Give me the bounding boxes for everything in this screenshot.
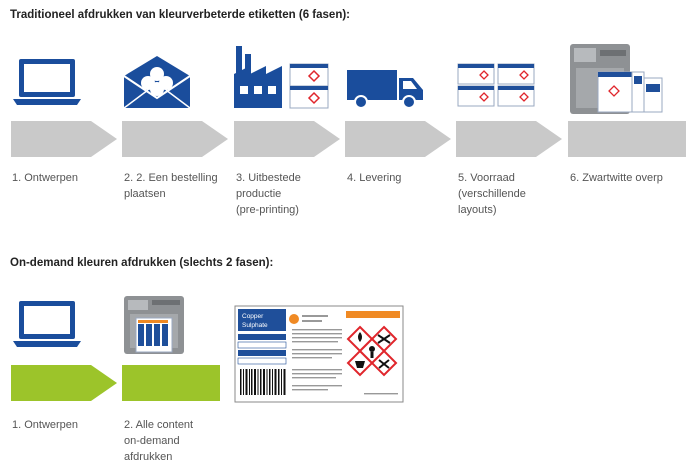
step-label: 2. Alle content on-demand afdrukken bbox=[124, 419, 194, 463]
process-arrow bbox=[234, 116, 340, 162]
svg-text:Copper: Copper bbox=[242, 313, 264, 320]
laptop-icon bbox=[11, 57, 83, 109]
process-arrow bbox=[456, 116, 562, 162]
step-label: 1. Ontwerpen bbox=[12, 172, 79, 184]
process-arrow bbox=[122, 116, 228, 162]
factory-icon bbox=[234, 44, 330, 110]
process-arrow bbox=[11, 116, 117, 162]
sample-chemical-label: Copper Sulphate bbox=[234, 305, 404, 403]
label-printer-icon bbox=[568, 42, 664, 116]
label-stack-icon bbox=[456, 62, 536, 108]
delivery-van-icon bbox=[345, 68, 425, 108]
process-arrow bbox=[345, 116, 451, 162]
step-label: 4. Levering bbox=[347, 172, 402, 184]
envelope-icon bbox=[122, 54, 192, 110]
step-label: 2. 2. Een bestelling plaatsen bbox=[124, 172, 218, 200]
laptop-icon bbox=[11, 299, 83, 351]
process-arrow bbox=[11, 360, 117, 406]
step-label: 1. Ontwerpen bbox=[12, 419, 79, 431]
step-label: 3. Uitbestede productie (pre-printing) bbox=[236, 172, 301, 216]
step-label: 6. Zwartwitte overp bbox=[570, 172, 663, 184]
process-arrow-final bbox=[122, 360, 220, 406]
process-arrow-final bbox=[568, 116, 686, 162]
color-label-printer-icon bbox=[122, 294, 188, 356]
section-title-on-demand: On-demand kleuren afdrukken (slechts 2 f… bbox=[10, 257, 274, 269]
svg-text:Sulphate: Sulphate bbox=[242, 322, 268, 329]
step-label: 5. Voorraad (verschillende layouts) bbox=[458, 172, 526, 216]
section-title-traditional: Traditioneel afdrukken van kleurverbeter… bbox=[10, 9, 351, 21]
